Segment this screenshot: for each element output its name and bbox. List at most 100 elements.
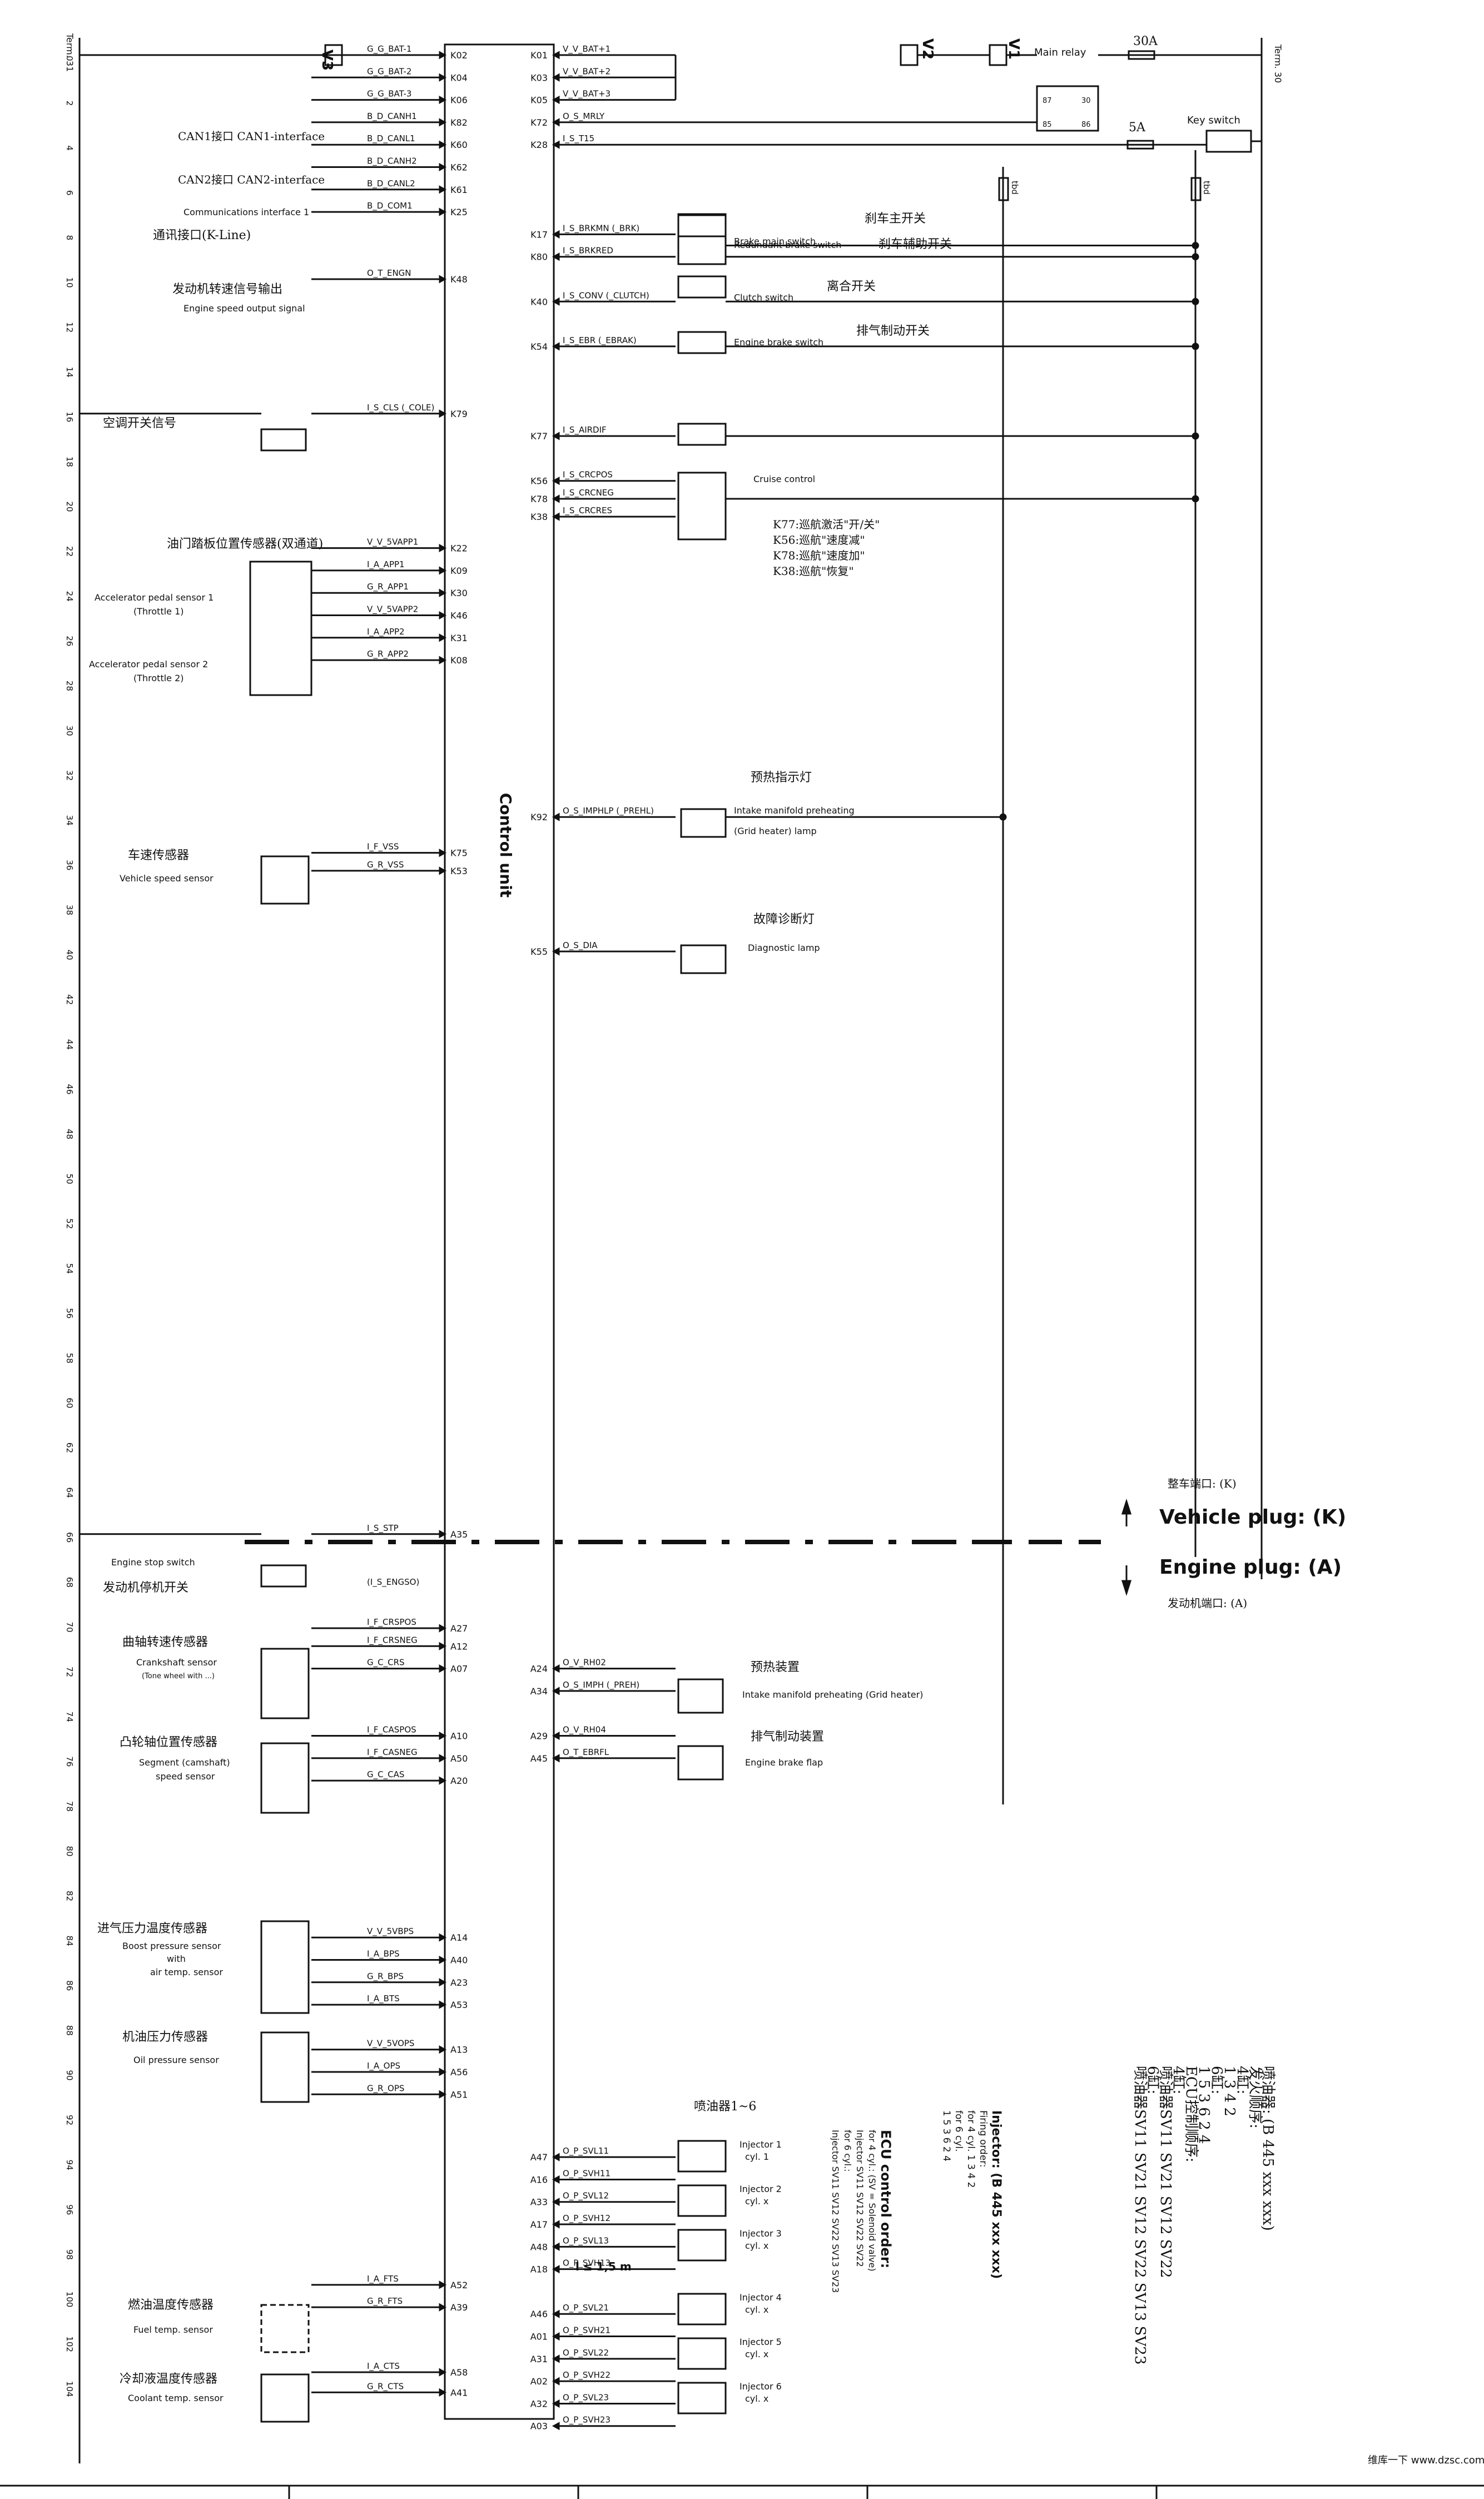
- can1-label: CAN1接口 CAN1-interface: [178, 130, 325, 143]
- pin-label: A48: [530, 2242, 548, 2252]
- pin-label: K79: [450, 409, 468, 419]
- pin-label: A33: [530, 2197, 548, 2208]
- relay-pin: 30: [1081, 97, 1091, 105]
- signal-name: O_P_SVH21: [563, 2326, 611, 2336]
- switch-label: Brake main switch: [734, 236, 816, 247]
- main-relay-label: Main relay: [1034, 47, 1086, 58]
- cn-note-line: 发火顺序:: [1247, 2066, 1263, 2129]
- signal-name: O_P_SVH13: [563, 2258, 611, 2269]
- k77-label: K77:巡航激活"开/关": [773, 518, 880, 531]
- pin-arrow: [439, 633, 447, 642]
- oil-en: Oil pressure sensor: [133, 2055, 219, 2065]
- pin-label: K05: [530, 95, 548, 106]
- tbd-label: tbd: [1010, 181, 1020, 195]
- engine-plug-cn: 发动机端口: (A): [1168, 1596, 1247, 1610]
- row-number: 52: [64, 1218, 75, 1229]
- row-number: 104: [64, 2381, 75, 2397]
- brake-switch-box: [677, 213, 727, 265]
- row-number: 64: [64, 1488, 75, 1498]
- pin-label: A24: [530, 1664, 548, 1674]
- signal-name: I_F_VSS: [367, 842, 399, 852]
- pin-arrow: [552, 1754, 560, 1763]
- espeed-label: Engine speed output signal: [183, 303, 305, 314]
- pin-arrow: [439, 1955, 447, 1965]
- injector-cyl: cyl. x: [745, 2393, 768, 2404]
- fuse-5a: [1126, 140, 1154, 150]
- pin-label: K48: [450, 274, 468, 285]
- ecu-order-line: for 4 cyl.: (SV = Solenoid valve): [867, 2130, 877, 2272]
- row-number: 60: [64, 1397, 75, 1408]
- injector-6: [677, 2382, 727, 2414]
- injector-cyl: cyl. x: [745, 2304, 768, 2315]
- pin-arrow: [552, 494, 560, 503]
- pin-label: K61: [450, 185, 468, 195]
- pin-arrow: [439, 2388, 447, 2397]
- injector-length: l ≤ 1,5 m: [575, 2260, 632, 2273]
- signal-name: I_S_T15: [563, 133, 594, 144]
- fuse-30a: [1128, 50, 1155, 60]
- v2-connector: [900, 44, 919, 66]
- pin-label: K06: [450, 95, 468, 106]
- row-number: 12: [64, 322, 75, 333]
- pin-label: K09: [450, 566, 468, 576]
- pin-label: A31: [530, 2354, 548, 2364]
- pin-arrow: [552, 230, 560, 239]
- signal-name: G_R_APP2: [367, 649, 409, 660]
- vss-label: 车速传感器: [128, 849, 189, 862]
- pin-arrow: [552, 477, 560, 485]
- cn-note-line: 1 3 4 2: [1221, 2066, 1238, 2116]
- pin-label: A46: [530, 2309, 548, 2319]
- row-number: 46: [64, 1084, 75, 1094]
- injector-name: Injector 6: [739, 2381, 782, 2392]
- diag-en: Diagnostic lamp: [748, 943, 820, 953]
- comm-label: Communications interface 1: [183, 207, 309, 217]
- pin-label: K75: [450, 848, 468, 859]
- term31-label: Term. 31: [64, 33, 75, 72]
- pin-label: A27: [450, 1623, 468, 1634]
- tbd-label: tbd: [1202, 181, 1212, 195]
- signal-name: G_R_CTS: [367, 2381, 404, 2392]
- pin-label: K17: [530, 229, 548, 240]
- preheat-lamp-cn: 预热指示灯: [751, 771, 812, 785]
- cn-note-line: 喷油器SV11 SV21 SV12 SV22: [1157, 2066, 1174, 2278]
- injector-name: Injector 2: [739, 2184, 782, 2194]
- signal-name: I_S_CLS (_COLE): [367, 403, 434, 413]
- cool-label: 冷却液温度传感器: [120, 2372, 217, 2386]
- signal-name: O_P_SVL22: [563, 2348, 609, 2358]
- pin-label: A53: [450, 2000, 468, 2010]
- pin-label: K31: [450, 633, 468, 643]
- injector-cyl: cyl. x: [745, 2240, 768, 2251]
- cn-note-line: 喷油器SV11 SV21 SV12 SV22 SV13 SV23: [1131, 2066, 1148, 2364]
- signal-name: I_F_CASPOS: [367, 1725, 416, 1736]
- arrow-up-icon: [1121, 1499, 1132, 1515]
- vss-en-label: Vehicle speed sensor: [120, 873, 214, 884]
- pin-label: A39: [450, 2302, 468, 2313]
- signal-name: G_C_CRS: [367, 1658, 405, 1668]
- pin-label: A12: [450, 1641, 468, 1652]
- signal-name: I_S_CRCRES: [563, 505, 612, 516]
- pin-label: K56: [530, 476, 548, 487]
- row-number: 38: [64, 905, 75, 915]
- pin-arrow: [439, 2000, 447, 2009]
- pin-label: K30: [450, 588, 468, 598]
- crank-label: 曲轴转速传感器: [122, 1635, 208, 1649]
- row-number: 74: [64, 1712, 75, 1722]
- signal-name: B_D_CANL2: [367, 178, 415, 189]
- junction-dot: [1192, 343, 1199, 350]
- row-number: 98: [64, 2249, 75, 2260]
- pin-arrow: [439, 2090, 447, 2099]
- pin-label: K53: [450, 866, 468, 876]
- signal-name: O_T_EBRFL: [563, 1747, 609, 1758]
- row-number: 26: [64, 636, 75, 646]
- firing-order-line: 1 5 3 6 2 4: [941, 2110, 952, 2161]
- boost-label: 进气压力温度传感器: [97, 1922, 207, 1936]
- pin-arrow: [552, 2332, 560, 2341]
- row-number: 22: [64, 546, 75, 557]
- signal-name: G_G_BAT-3: [367, 89, 411, 100]
- pin-arrow: [552, 2153, 560, 2161]
- pin-label: K72: [530, 117, 548, 128]
- v3-label: V3: [319, 49, 335, 71]
- pin-arrow: [552, 1731, 560, 1741]
- component-shapes: [249, 43, 1252, 2431]
- cn-note-line: 4缸:: [1234, 2066, 1250, 2094]
